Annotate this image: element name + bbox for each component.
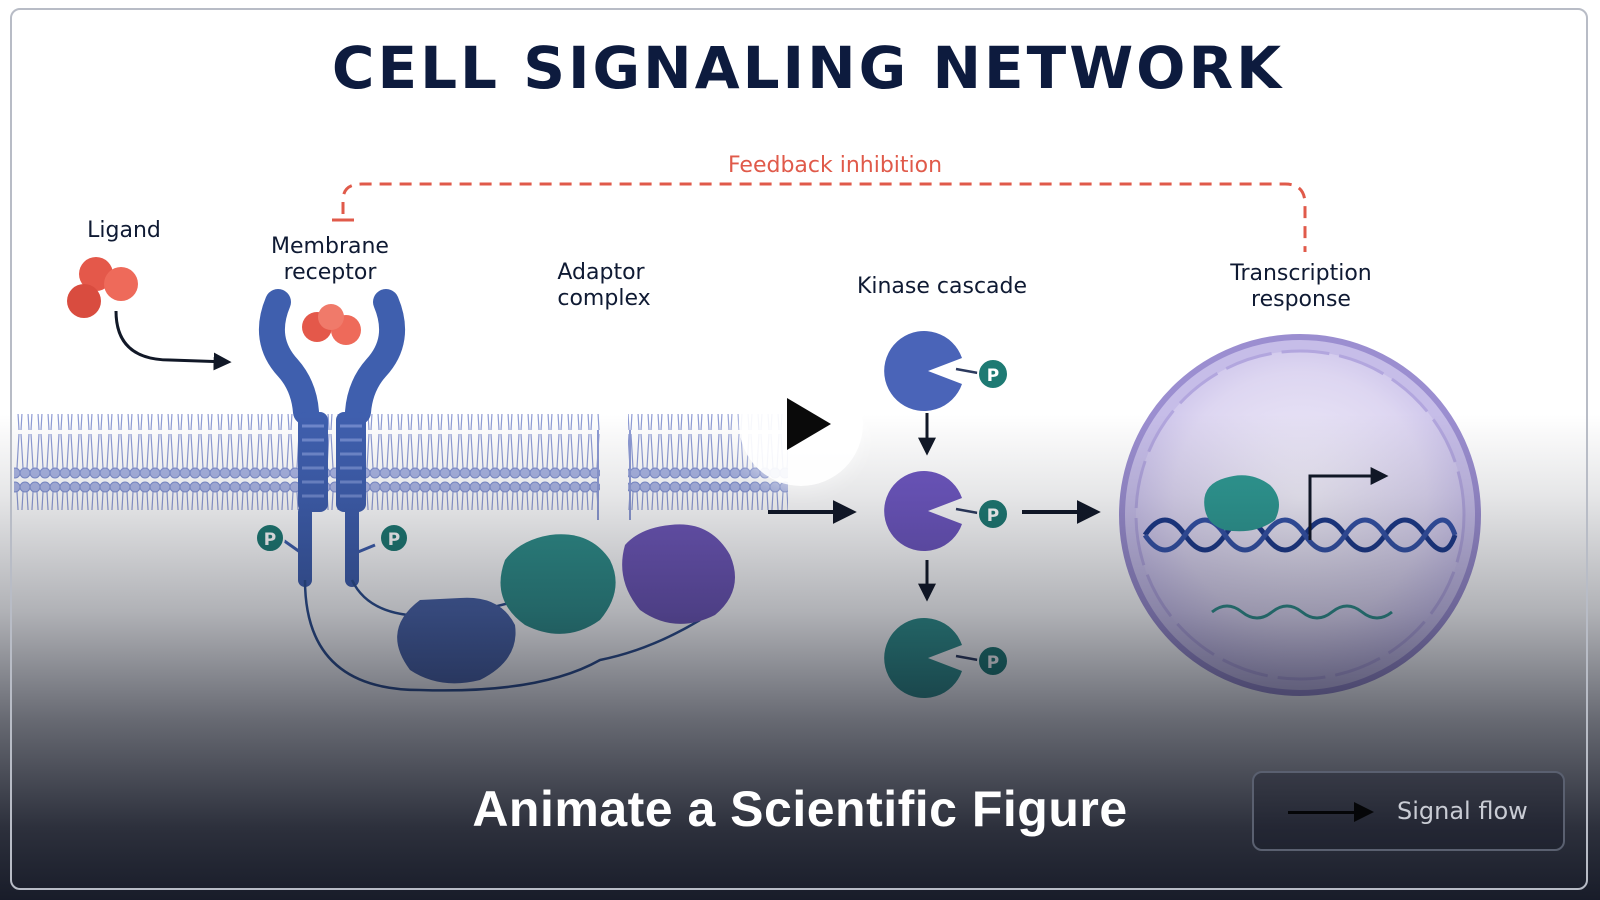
ligand-arrow	[114, 310, 232, 371]
nucleus	[1119, 334, 1481, 696]
phospho-text: P	[987, 653, 999, 673]
receptor-label-line2: receptor	[284, 260, 378, 285]
kinase-1: P	[884, 330, 1009, 411]
phospho-text: P	[987, 366, 999, 386]
kinase-3: P	[884, 618, 1009, 698]
play-icon	[787, 398, 831, 450]
receptor-phospho-right: P	[357, 523, 409, 554]
phospho-text: P	[264, 530, 276, 550]
transcription-label-line2: response	[1251, 287, 1351, 312]
adaptor-label-line1: Adaptor	[557, 260, 645, 285]
video-caption: Animate a Scientific Figure	[472, 781, 1128, 837]
feedback-inhibition-path	[332, 182, 1307, 252]
ligand-molecule	[67, 257, 138, 318]
legend-box: Signal flow	[1252, 771, 1565, 851]
adaptor-label-line2: complex	[557, 286, 650, 311]
transcription-label-line1: Transcription	[1229, 261, 1372, 286]
feedback-label: Feedback inhibition	[728, 153, 942, 178]
membrane-invagination	[597, 430, 631, 520]
kinase-2: P	[884, 471, 1009, 551]
adaptor-complex	[303, 524, 735, 692]
figure-title: CELL SIGNALING NETWORK	[332, 34, 1284, 102]
kinase-label: Kinase cascade	[857, 274, 1027, 299]
transcription-factor	[1204, 475, 1279, 532]
play-button[interactable]	[739, 362, 863, 486]
receptor-phospho-left: P	[255, 523, 301, 554]
ligand-label: Ligand	[87, 218, 161, 243]
arrow-head-icon	[1354, 802, 1374, 822]
phospho-text: P	[987, 506, 999, 526]
legend-label: Signal flow	[1397, 797, 1528, 825]
phospho-text: P	[388, 530, 400, 550]
receptor-label-line1: Membrane	[271, 234, 389, 259]
arrow-right-icon	[1288, 811, 1358, 814]
